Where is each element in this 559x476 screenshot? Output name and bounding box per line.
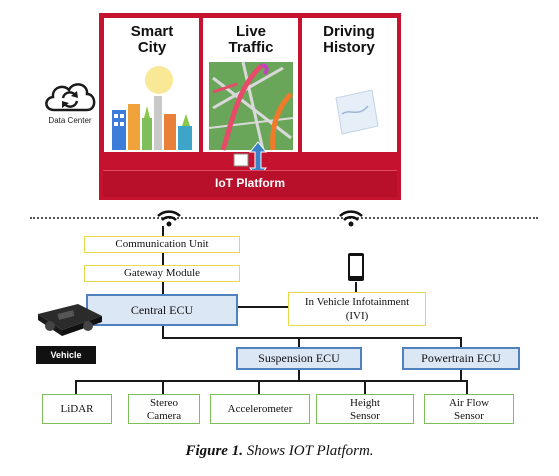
gateway-module-box: Gateway Module <box>84 265 240 282</box>
sensor-air-flow-box: Air Flow Sensor <box>424 394 514 424</box>
caption-text: Shows IOT Platform. <box>246 443 374 459</box>
smart-city-illustration <box>112 66 192 150</box>
sensor-label: Air Flow <box>448 397 490 409</box>
connector-line <box>75 380 77 394</box>
upload-arrow-icon <box>233 141 268 179</box>
panel-live-traffic: Live Traffic <box>203 18 298 152</box>
connector-line <box>460 370 462 381</box>
ivi-box: In Vehicle Infotainment (IVI) <box>288 292 426 326</box>
powertrain-ecu-box: Powertrain ECU <box>402 347 520 370</box>
ivi-label-line2: (IVI) <box>345 310 369 322</box>
communication-unit-label: Communication Unit <box>115 238 209 250</box>
communication-unit-box: Communication Unit <box>84 236 240 253</box>
sensor-label: Sensor <box>454 410 484 422</box>
sensor-stereo-camera-box: Stereo Camera <box>128 394 200 424</box>
ivi-label-line1: In Vehicle Infotainment <box>304 296 410 308</box>
connector-line <box>238 306 288 308</box>
sensor-lidar-box: LiDAR <box>42 394 112 424</box>
wifi-icon <box>339 210 363 227</box>
connector-line <box>258 380 260 394</box>
figure-caption: Figure 1. Shows IOT Platform. <box>0 443 559 460</box>
panel-smart-city: Smart City <box>104 18 199 152</box>
suspension-ecu-box: Suspension ECU <box>236 347 362 370</box>
driving-history-illustration <box>335 89 379 135</box>
connector-line <box>75 380 467 382</box>
panel-title: Live Traffic <box>228 23 274 56</box>
vehicle-chassis-image <box>38 304 102 336</box>
connector-line <box>162 337 462 339</box>
tablet-icon <box>348 253 364 281</box>
sensor-accelerometer-box: Accelerometer <box>210 394 310 424</box>
central-ecu-box: Central ECU <box>86 294 238 326</box>
sensor-label: Height <box>350 397 380 409</box>
connector-line <box>162 380 164 394</box>
network-divider <box>30 217 538 219</box>
gateway-module-label: Gateway Module <box>123 267 201 279</box>
connector-line <box>466 380 468 394</box>
sensor-label: Accelerometer <box>227 403 293 415</box>
panel-title: Driving History <box>323 23 375 56</box>
suspension-ecu-label: Suspension ECU <box>258 351 340 365</box>
connector-line <box>162 226 164 236</box>
connector-line <box>460 337 462 347</box>
caption-label: Figure 1. <box>185 443 243 459</box>
connector-line <box>298 337 300 347</box>
sensor-label: Stereo <box>149 397 179 409</box>
sensor-label: Sensor <box>350 410 380 422</box>
central-ecu-label: Central ECU <box>130 303 194 317</box>
sensor-label: Camera <box>146 410 182 422</box>
data-center <box>40 76 100 128</box>
connector-line <box>364 380 366 394</box>
wifi-icon <box>157 210 181 227</box>
connector-line <box>162 282 164 294</box>
connector-line <box>298 370 300 381</box>
traffic-map-illustration <box>208 61 294 151</box>
panel-title: Smart City <box>130 23 174 56</box>
connector-line <box>162 253 164 265</box>
sensor-label: LiDAR <box>60 403 94 415</box>
iot-platform-label: IoT Platform <box>214 176 285 190</box>
panel-driving-history: Driving History <box>302 18 397 152</box>
connector-line <box>355 282 357 292</box>
iot-platform-bar: IoT Platform <box>103 170 397 197</box>
sensor-height-box: Height Sensor <box>316 394 414 424</box>
vehicle-badge: Vehicle <box>36 346 96 364</box>
connector-line <box>162 326 164 338</box>
cloud-sync-icon <box>45 83 96 112</box>
powertrain-ecu-label: Powertrain ECU <box>421 351 501 365</box>
data-center-label: Data Center <box>48 116 92 125</box>
